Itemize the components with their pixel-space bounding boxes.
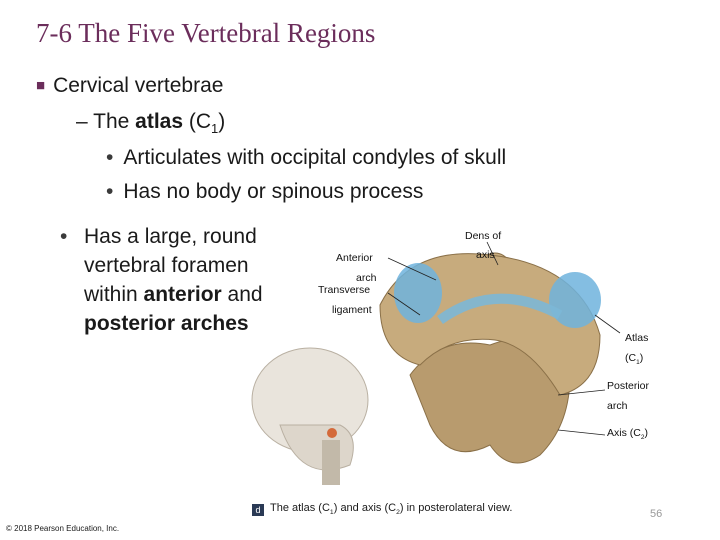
label-posterior: Posterior <box>607 380 650 392</box>
dot-bullet-icon: • <box>106 146 114 169</box>
label-arch: arch <box>356 272 377 284</box>
label-posterior-arch: arch <box>607 400 628 412</box>
label-c1: (C1) <box>625 352 644 367</box>
atlas-axis-illustration <box>251 241 621 485</box>
slide-title: 7-6 The Five Vertebral Regions <box>36 18 376 48</box>
figure-letter-icon: d <box>252 504 264 516</box>
label-atlas: Atlas <box>625 332 649 344</box>
label-axis: axis <box>476 249 495 261</box>
bullet-no-body: •Has no body or spinous process <box>106 180 424 203</box>
label-anterior: Anterior <box>336 252 373 264</box>
dot-bullet-icon: • <box>60 225 68 248</box>
label-ligament: ligament <box>332 304 372 316</box>
page-number: 56 <box>650 508 663 520</box>
bullet-cervical: ■Cervical vertebrae <box>36 74 224 97</box>
label-axis-c2: Axis (C2) <box>607 427 648 442</box>
bullet-articulates: •Articulates with occipital condyles of … <box>106 146 507 169</box>
dot-bullet-icon: • <box>106 180 114 203</box>
label-transverse: Transverse <box>318 284 371 296</box>
copyright: © 2018 Pearson Education, Inc. <box>6 524 120 533</box>
bullet-atlas: – The atlas (C1) <box>76 110 226 137</box>
square-bullet-icon: ■ <box>36 77 46 94</box>
label-dens: Dens of <box>465 230 502 242</box>
bullet-foramen: • Has a large, round vertebral foramen w… <box>60 222 302 338</box>
skull-icon <box>251 347 369 485</box>
